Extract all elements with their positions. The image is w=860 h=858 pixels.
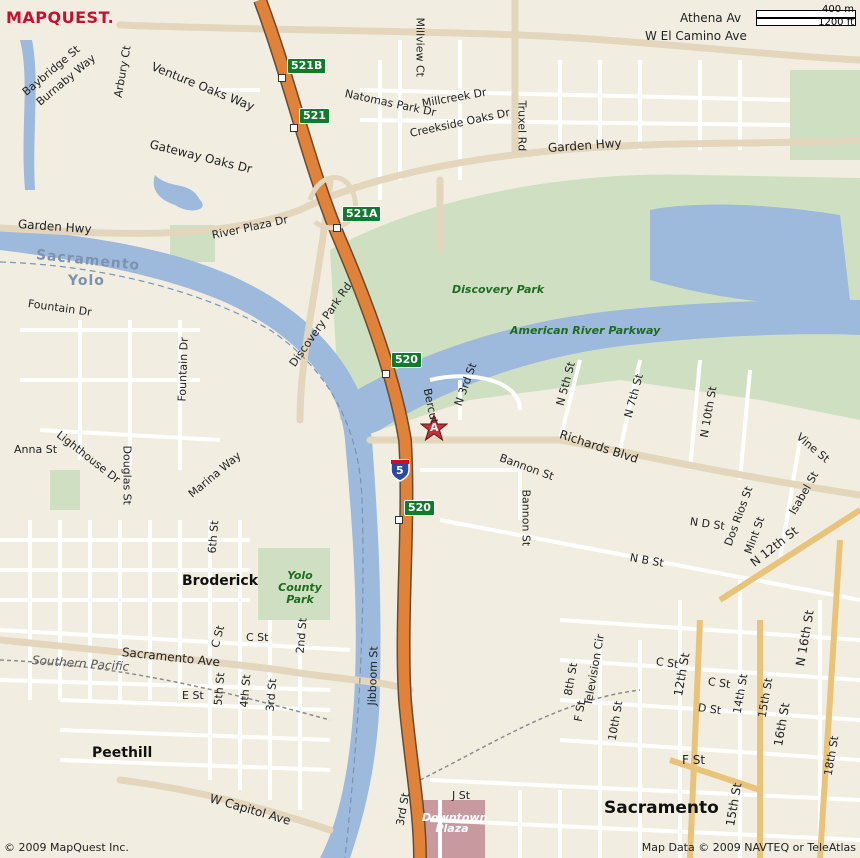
sacramento-river — [0, 228, 381, 858]
park-ne — [790, 70, 860, 160]
street-label-el-camino: W El Camino Ave — [645, 29, 747, 43]
scale-label-imperial: 1200 ft — [818, 17, 854, 28]
place-label-peethill: Peethill — [92, 745, 153, 761]
exit-marker-521a — [333, 224, 341, 232]
street-label-c-st-east-2: C St — [707, 675, 732, 692]
north-creek — [20, 40, 36, 190]
street-label-athena: Athena Av — [680, 11, 742, 25]
street-label-6th: 6th St — [205, 519, 222, 555]
street-label-fountain-dr-vertical: Fountain Dr — [175, 337, 191, 402]
downtown-plaza-area — [414, 800, 485, 858]
interstate-5-fill — [254, 0, 426, 858]
exit-marker-521 — [290, 124, 298, 132]
mapquest-logo: MAPQUEST. — [6, 8, 115, 27]
street-label-bannon-v: Bannon St — [519, 489, 533, 547]
street-label-millview: Millview Ct — [413, 17, 427, 77]
arterial-roads — [0, 0, 860, 834]
street-label-3rd-west: 3rd St — [263, 677, 280, 713]
street-label-4th: 4th St — [237, 673, 254, 709]
exit-label-521b: 521B — [287, 58, 327, 75]
interstate-shield-number: 5 — [396, 464, 404, 477]
place-label-broderick: Broderick — [182, 573, 259, 589]
exit-label-520-north: 520 — [391, 352, 422, 369]
interchange-loop — [307, 175, 358, 231]
park-small-2 — [50, 470, 80, 510]
place-label-sacramento: Sacramento — [604, 798, 719, 818]
scale-bar-imperial — [756, 18, 856, 26]
copyright-map-data: Map Data © 2009 NAVTEQ or TeleAtlas — [641, 841, 856, 854]
park-label-discovery: Discovery Park — [452, 283, 545, 296]
major-roads — [669, 507, 860, 858]
street-label-anna: Anna St — [14, 443, 58, 456]
yolo-county-park-area — [258, 548, 330, 620]
street-label-douglas: Douglas St — [120, 445, 134, 505]
street-label-jibboom: Jibboom St — [365, 646, 381, 706]
location-marker-label[interactable]: A — [430, 421, 439, 434]
american-river — [340, 300, 860, 434]
southern-pacific-railroad — [0, 659, 331, 721]
river-label-yolo: Yolo — [68, 273, 105, 289]
exit-marker-521b — [278, 74, 286, 82]
street-label-f-st-east: F St — [682, 753, 706, 767]
copyright-mapquest: © 2009 MapQuest Inc. — [4, 841, 129, 854]
interstate-shield-icon — [390, 459, 410, 482]
street-label-truxel: Truxel Rd — [515, 100, 529, 152]
park-label-downtown-plaza: Downtown Plaza — [422, 811, 488, 835]
park-label-american-river: American River Parkway — [510, 324, 661, 337]
street-label-e-st: E St — [182, 689, 204, 702]
street-label-d-st: D St — [697, 701, 722, 718]
scale-label-metric: 400 m — [821, 4, 854, 15]
gateway-pond — [153, 175, 203, 211]
exit-marker-520-south — [395, 516, 403, 524]
park-label-yolo-county: Yolo County Park — [278, 569, 322, 607]
map-scale: 400 m 1200 ft — [706, 4, 856, 32]
street-label-j-st: J St — [452, 789, 471, 802]
local-streets — [0, 40, 860, 858]
lake — [650, 204, 850, 304]
exit-label-521a: 521A — [342, 206, 382, 223]
exit-label-521: 521 — [299, 108, 330, 125]
interstate-5 — [253, 0, 427, 858]
exit-marker-520-north — [382, 370, 390, 378]
exit-label-520-south: 520 — [404, 500, 435, 517]
county-boundary — [0, 261, 364, 858]
street-label-5th: 5th St — [211, 671, 228, 707]
star-icon[interactable] — [420, 414, 448, 442]
street-label-2nd: 2nd St — [293, 617, 310, 655]
scale-bar-metric — [756, 10, 856, 18]
street-label-c-st-west: C St — [246, 631, 269, 644]
